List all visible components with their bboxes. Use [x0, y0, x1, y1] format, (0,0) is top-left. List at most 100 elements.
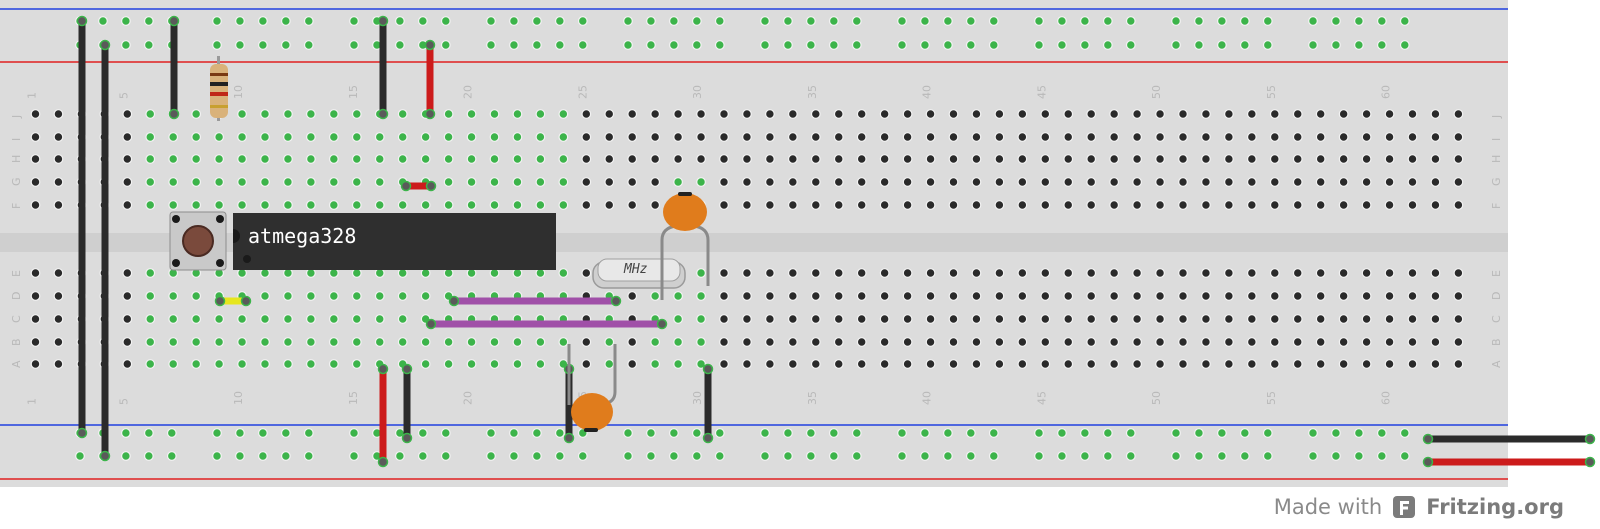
wire-black-out[interactable] [1422, 433, 1596, 445]
breadboard-hole[interactable] [1063, 337, 1074, 347]
breadboard-hole[interactable] [1407, 177, 1418, 187]
breadboard-hole[interactable] [1315, 200, 1326, 210]
breadboard-hole[interactable] [1125, 428, 1136, 438]
breadboard-hole[interactable] [948, 200, 959, 210]
breadboard-hole[interactable] [1269, 291, 1280, 301]
breadboard-hole[interactable] [787, 291, 798, 301]
breadboard-hole[interactable] [280, 40, 291, 50]
breadboard-hole[interactable] [1155, 177, 1165, 187]
breadboard-hole[interactable] [1132, 154, 1142, 164]
breadboard-hole[interactable] [971, 291, 982, 301]
breadboard-hole[interactable] [879, 109, 890, 119]
breadboard-hole[interactable] [443, 337, 454, 347]
breadboard-hole[interactable] [53, 132, 64, 142]
breadboard-hole[interactable] [374, 132, 385, 142]
breadboard-hole[interactable] [53, 314, 64, 324]
breadboard-hole[interactable] [1201, 337, 1211, 347]
breadboard-hole[interactable] [1361, 200, 1372, 210]
breadboard-hole[interactable] [466, 359, 477, 369]
breadboard-hole[interactable] [554, 40, 565, 50]
breadboard-hole[interactable] [1109, 132, 1120, 142]
breadboard-hole[interactable] [397, 154, 408, 164]
breadboard-hole[interactable] [1262, 40, 1273, 50]
breadboard-hole[interactable] [696, 314, 706, 324]
breadboard-hole[interactable] [122, 154, 133, 164]
breadboard-hole[interactable] [719, 359, 729, 369]
breadboard-hole[interactable] [532, 40, 542, 50]
breadboard-hole[interactable] [879, 314, 890, 324]
breadboard-hole[interactable] [53, 337, 64, 347]
breadboard-hole[interactable] [1453, 177, 1464, 187]
breadboard-hole[interactable] [237, 109, 247, 119]
breadboard-hole[interactable] [581, 177, 592, 187]
breadboard-hole[interactable] [627, 291, 638, 301]
breadboard-hole[interactable] [1338, 109, 1349, 119]
breadboard-hole[interactable] [1017, 291, 1028, 301]
breadboard-hole[interactable] [145, 268, 156, 278]
breadboard-hole[interactable] [53, 109, 64, 119]
breadboard-hole[interactable] [258, 16, 268, 26]
breadboard-hole[interactable] [1132, 268, 1142, 278]
breadboard-hole[interactable] [486, 40, 496, 50]
breadboard-hole[interactable] [191, 200, 202, 210]
breadboard-hole[interactable] [509, 451, 519, 461]
breadboard-hole[interactable] [260, 314, 270, 324]
breadboard-hole[interactable] [851, 428, 862, 438]
breadboard-hole[interactable] [397, 132, 408, 142]
breadboard-hole[interactable] [1201, 154, 1211, 164]
breadboard-hole[interactable] [1040, 314, 1051, 324]
wire-black-rail-1[interactable] [76, 15, 88, 439]
breadboard-hole[interactable] [1201, 314, 1211, 324]
breadboard-hole[interactable] [742, 154, 752, 164]
breadboard-hole[interactable] [486, 16, 496, 26]
breadboard-hole[interactable] [714, 451, 725, 461]
breadboard-hole[interactable] [828, 451, 839, 461]
breadboard-hole[interactable] [1430, 314, 1441, 324]
breadboard-hole[interactable] [374, 200, 385, 210]
breadboard-hole[interactable] [1269, 314, 1280, 324]
breadboard-hole[interactable] [1331, 40, 1341, 50]
breadboard-hole[interactable] [1430, 109, 1441, 119]
breadboard-hole[interactable] [1430, 132, 1441, 142]
breadboard-hole[interactable] [765, 177, 775, 187]
breadboard-hole[interactable] [765, 109, 775, 119]
breadboard-hole[interactable] [806, 40, 816, 50]
breadboard-hole[interactable] [420, 132, 431, 142]
breadboard-hole[interactable] [258, 428, 268, 438]
breadboard-hole[interactable] [351, 132, 362, 142]
breadboard-hole[interactable] [1063, 154, 1074, 164]
breadboard-hole[interactable] [1109, 177, 1120, 187]
breadboard-hole[interactable] [1384, 359, 1395, 369]
breadboard-hole[interactable] [1399, 16, 1410, 26]
breadboard-hole[interactable] [509, 40, 519, 50]
breadboard-hole[interactable] [420, 359, 431, 369]
breadboard-hole[interactable] [143, 428, 154, 438]
breadboard-hole[interactable] [1017, 132, 1028, 142]
breadboard-hole[interactable] [395, 16, 405, 26]
breadboard-hole[interactable] [535, 109, 546, 119]
breadboard-hole[interactable] [742, 177, 752, 187]
breadboard-hole[interactable] [1017, 268, 1028, 278]
breadboard-hole[interactable] [856, 337, 867, 347]
breadboard-hole[interactable] [168, 177, 179, 187]
breadboard-hole[interactable] [1407, 132, 1418, 142]
breadboard-hole[interactable] [122, 200, 133, 210]
breadboard-hole[interactable] [489, 177, 500, 187]
breadboard-hole[interactable] [1331, 16, 1341, 26]
breadboard-hole[interactable] [1453, 200, 1464, 210]
breadboard-hole[interactable] [98, 16, 108, 26]
breadboard-hole[interactable] [280, 428, 291, 438]
breadboard-hole[interactable] [902, 359, 913, 369]
breadboard-hole[interactable] [742, 268, 752, 278]
breadboard-hole[interactable] [306, 314, 316, 324]
breadboard-hole[interactable] [856, 154, 867, 164]
breadboard-hole[interactable] [191, 337, 202, 347]
breadboard-hole[interactable] [1017, 177, 1028, 187]
breadboard-hole[interactable] [669, 428, 679, 438]
breadboard-hole[interactable] [1399, 451, 1410, 461]
breadboard-hole[interactable] [1102, 40, 1113, 50]
breadboard-hole[interactable] [558, 177, 569, 187]
breadboard-hole[interactable] [765, 291, 775, 301]
breadboard-hole[interactable] [53, 177, 64, 187]
breadboard-hole[interactable] [1430, 154, 1441, 164]
